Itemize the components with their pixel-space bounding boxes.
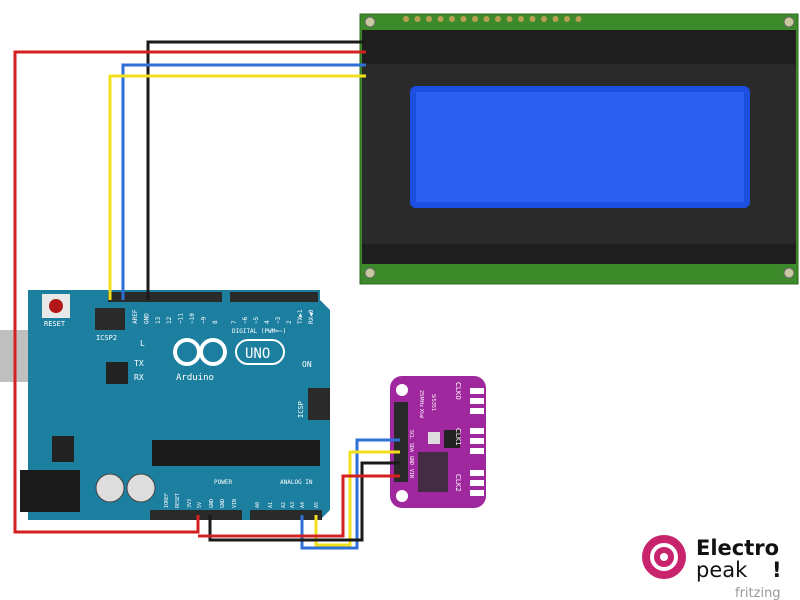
vin-pin-label: VIN [408,469,414,478]
chip-label: Si5351 [430,394,436,411]
power-pin-label: VIN [232,499,238,508]
power-header [150,510,242,520]
analog-pin-label: A2 [281,502,287,508]
digital-pin-label: AREF [132,309,139,324]
lcd-pin [437,16,444,22]
power-pin-label: GND [220,499,226,508]
led-on-label: ON [302,360,312,369]
logo-mark: ! [772,558,782,582]
fritzing-watermark: fritzing [735,586,781,600]
lcd-pin [564,16,570,22]
lcd-pin [403,16,409,22]
power-pin-label: IOREF [164,493,170,508]
wire-mod-gnd [208,461,400,542]
wire-mod-vcc [198,474,400,538]
digital-label: DIGITAL (PWM=~) [232,328,286,335]
reset-button[interactable] [49,299,63,313]
digital-pin-label: RX◀0 [308,309,315,324]
icsp-label: ICSP [297,401,305,418]
power-pin-label: 3V3 [187,499,193,508]
lcd-display-20x4 [359,13,799,285]
analog-pin-label: A5 [314,502,320,508]
digital-header-1 [108,292,222,302]
power-pin-label: RESET [175,493,181,508]
arduino-logo-icon [173,338,285,366]
reset-label: RESET [44,320,66,328]
digital-header-2 [230,292,318,302]
scl-pin-label: SCL [408,430,414,439]
digital-pin-label: ~9 [200,316,207,324]
digital-pin-label: 4 [264,320,271,324]
wire-lcd-sda [121,63,366,300]
digital-pin-label: 8 [212,320,219,324]
digital-pin-label: 12 [166,316,173,324]
lcd-pin [541,16,547,22]
led-tx-label: TX [134,359,144,368]
digital-pin-label: ~11 [178,313,185,324]
electropeak-logo: Electro peak ! fritzing [642,535,782,600]
power-label: POWER [214,479,232,486]
digital-pin-label: 7 [231,320,238,324]
lcd-pin [426,16,432,22]
lcd-pin [472,16,478,22]
power-pin-label: GND [209,499,215,508]
analog-pin-label: A0 [255,502,261,508]
lcd-pin [552,16,559,22]
digital-pin-label: ~10 [189,313,196,324]
led-l-label: L [140,339,145,348]
clk0-label: CLK0 [454,382,462,400]
model-label: UNO [245,346,270,362]
lcd-pin [460,16,467,22]
lcd-pin [483,16,490,22]
wire-lcd-gnd [146,40,366,300]
icsp2-label: ICSP2 [96,334,117,342]
clk1-label: CLK1 [454,428,462,446]
wire-lcd-scl [108,74,366,300]
lcd-pin [575,16,582,22]
si5351-module: Si5351 25MHz Xtal CLK0 CLK1 CLK2 SCL SDA G… [390,376,486,508]
analog-pin-label: A4 [300,502,306,508]
lcd-pin [414,16,421,22]
analog-header [250,510,322,520]
logo-line1: Electro [696,536,779,560]
lcd-pin [518,16,524,22]
clk2-label: CLK2 [454,474,462,492]
lcd-pin [529,16,536,22]
gnd-pin-label: GND [408,456,414,465]
power-jack [20,470,80,512]
chip-small [106,362,128,384]
brand-label: Arduino [176,373,214,383]
digital-pin-label: TX▶1 [297,309,304,324]
lcd-pin [506,16,513,22]
led-rx-label: RX [134,373,144,382]
lcd-pin [449,16,455,22]
digital-pin-label: 2 [286,320,293,324]
digital-pin-label: ~5 [253,316,260,324]
digital-pin-label: ~6 [242,316,249,324]
digital-pin-label: 13 [155,316,162,324]
lcd-pin [495,16,501,22]
analog-label: ANALOG IN [280,479,313,486]
crystal-label: 25MHz Xtal [418,390,424,419]
wires [13,40,400,550]
analog-pin-label: A3 [290,502,296,508]
sda-pin-label: SDA [408,443,414,452]
analog-pin-label: A1 [268,502,274,508]
power-pin-label: 5V [197,502,203,508]
digital-pin-label: ~3 [275,316,282,324]
wire-lcd-vcc [13,50,366,534]
atmega-chip [152,440,320,466]
logo-line2: peak [696,558,748,582]
digital-pin-label: GND [143,313,150,324]
